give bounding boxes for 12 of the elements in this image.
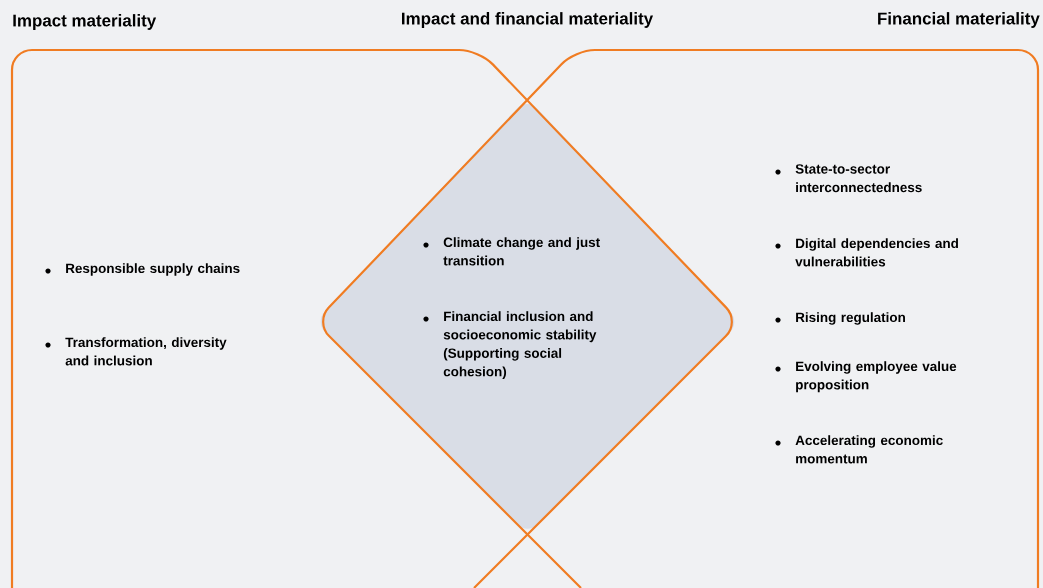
list-item: Rising regulation xyxy=(796,312,905,325)
heading: Financial materiality xyxy=(878,12,1040,28)
list-item: Responsible supply chains xyxy=(66,263,240,276)
list-item: Digital dependencies and vulnerabilities xyxy=(795,238,958,267)
list-item: State-to-sector interconnectedness xyxy=(795,164,922,193)
list-item: Accelerating economic momentum xyxy=(795,435,943,464)
list-item: Transformation, diversity and inclusion xyxy=(65,337,227,366)
heading: Impact and financial materiality xyxy=(402,12,654,28)
list-item: Financial inclusion and socioeconomic stability (Supporting social cohesion) xyxy=(443,311,597,380)
list-item: Evolving employee value proposition xyxy=(796,361,957,393)
list-item: Climate change and just transition xyxy=(443,237,600,266)
heading: Impact materiality xyxy=(13,14,157,30)
